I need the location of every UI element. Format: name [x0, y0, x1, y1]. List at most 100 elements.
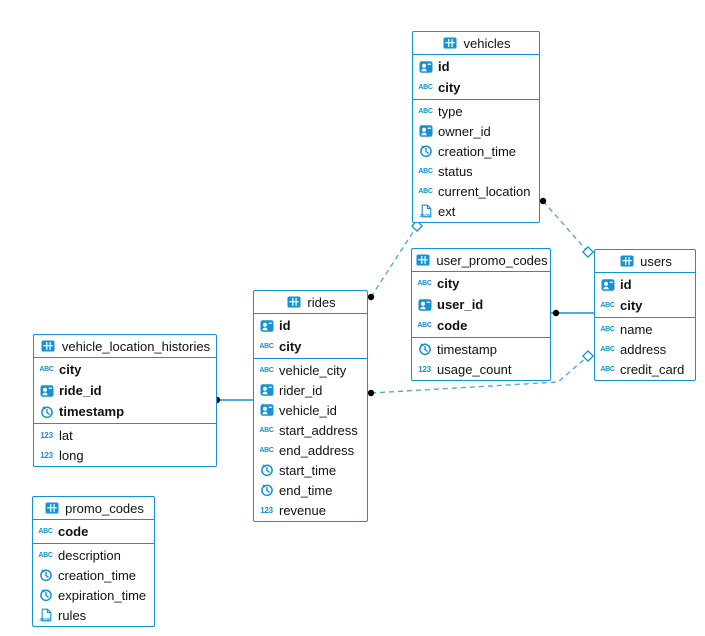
field-name: usage_count: [437, 361, 512, 377]
table-icon: [43, 501, 60, 515]
text-type-icon: ABC: [259, 343, 274, 350]
field-row[interactable]: JSON ext: [413, 201, 539, 221]
field-name: current_location: [438, 183, 531, 199]
svg-text:JSON: JSON: [39, 617, 51, 622]
field-row[interactable]: ABC end_address: [254, 440, 367, 460]
field-row[interactable]: user_id: [412, 294, 550, 315]
table-user-promo-codes[interactable]: user_promo_codes ABC city user_id ABC co…: [411, 248, 551, 381]
field-row[interactable]: ABC name: [595, 319, 695, 339]
field-row[interactable]: owner_id: [413, 121, 539, 141]
json-type-icon: JSON: [417, 204, 434, 218]
json-type-icon: JSON: [37, 608, 54, 622]
field-row[interactable]: rider_id: [254, 380, 367, 400]
table-users[interactable]: users id ABC city ABC name ABC address A…: [594, 249, 696, 381]
field-row[interactable]: 123 lat: [34, 425, 216, 445]
field-name: creation_time: [438, 143, 517, 159]
field-row[interactable]: creation_time: [413, 141, 539, 161]
field-name: revenue: [279, 502, 326, 518]
timestamp-type-icon: [417, 144, 434, 158]
field-name: user_id: [437, 297, 484, 312]
field-row[interactable]: ABC status: [413, 161, 539, 181]
id-type-icon: [417, 124, 434, 138]
field-row[interactable]: ride_id: [34, 380, 216, 401]
table-title: user_promo_codes: [436, 252, 548, 268]
field-row[interactable]: vehicle_id: [254, 400, 367, 420]
field-row[interactable]: id: [595, 274, 695, 295]
field-row[interactable]: JSON rules: [33, 605, 154, 625]
timestamp-type-icon: [37, 588, 54, 602]
field-name: end_address: [279, 442, 355, 458]
field-name: long: [59, 447, 84, 463]
field-row[interactable]: 123 long: [34, 445, 216, 465]
table-header[interactable]: vehicle_location_histories: [34, 335, 216, 358]
relationship-line-vehicles-users[interactable]: [542, 200, 589, 253]
field-name: code: [58, 524, 89, 539]
field-name: ext: [438, 203, 456, 219]
field-row[interactable]: ABC city: [34, 359, 216, 380]
field-name: city: [279, 339, 302, 354]
id-type-icon: [258, 319, 275, 333]
table-header[interactable]: user_promo_codes: [412, 249, 550, 272]
id-type-icon: [417, 60, 434, 74]
field-row[interactable]: ABC description: [33, 545, 154, 565]
field-row[interactable]: id: [413, 56, 539, 77]
field-name: type: [438, 103, 463, 119]
table-header[interactable]: promo_codes: [33, 497, 154, 520]
field-row[interactable]: 123 usage_count: [412, 359, 550, 379]
field-row[interactable]: ABC code: [33, 521, 154, 542]
table-header[interactable]: vehicles: [413, 32, 539, 55]
field-row[interactable]: ABC city: [254, 336, 367, 357]
field-row[interactable]: ABC start_address: [254, 420, 367, 440]
field-name: description: [58, 547, 121, 563]
svg-text:JSON: JSON: [419, 213, 431, 218]
text-type-icon: ABC: [259, 426, 274, 434]
id-type-icon: [258, 383, 275, 397]
table-title: promo_codes: [65, 500, 144, 516]
timestamp-type-icon: [38, 405, 55, 419]
field-row[interactable]: ABC credit_card: [595, 359, 695, 379]
field-row[interactable]: timestamp: [412, 339, 550, 359]
table-rides[interactable]: rides id ABC city ABC vehicle_city rider…: [253, 290, 368, 522]
field-row[interactable]: start_time: [254, 460, 367, 480]
table-icon: [40, 339, 57, 353]
field-row[interactable]: ABC address: [595, 339, 695, 359]
table-header[interactable]: rides: [254, 291, 367, 314]
field-name: id: [620, 277, 632, 292]
field-name: id: [438, 59, 450, 74]
field-row[interactable]: ABC city: [412, 273, 550, 294]
numeric-type-icon: 123: [40, 450, 53, 460]
text-type-icon: ABC: [600, 365, 615, 373]
field-name: city: [620, 298, 643, 313]
field-row[interactable]: end_time: [254, 480, 367, 500]
field-row[interactable]: expiration_time: [33, 585, 154, 605]
field-name: owner_id: [438, 123, 491, 139]
numeric-type-icon: 123: [40, 430, 53, 440]
table-header[interactable]: users: [595, 250, 695, 273]
field-row[interactable]: ABC city: [413, 77, 539, 98]
table-vehicles[interactable]: vehicles id ABC city ABC type owner_id: [412, 31, 540, 223]
field-name: expiration_time: [58, 587, 147, 603]
field-name: city: [437, 276, 460, 291]
field-row[interactable]: ABC type: [413, 101, 539, 121]
text-type-icon: ABC: [418, 107, 433, 115]
field-row[interactable]: ABC vehicle_city: [254, 360, 367, 380]
table-title: vehicles: [463, 35, 511, 51]
field-row[interactable]: timestamp: [34, 401, 216, 422]
field-row[interactable]: ABC current_location: [413, 181, 539, 201]
field-row[interactable]: id: [254, 315, 367, 336]
field-name: vehicle_city: [279, 362, 347, 378]
text-type-icon: ABC: [418, 187, 433, 195]
timestamp-type-icon: [258, 463, 275, 477]
table-promo-codes[interactable]: promo_codes ABC code ABC description cre…: [32, 496, 155, 627]
cardinality-diamond: [581, 245, 595, 259]
field-row[interactable]: 123 revenue: [254, 500, 367, 520]
table-vehicle-location-histories[interactable]: vehicle_location_histories ABC city ride…: [33, 334, 217, 467]
field-row[interactable]: creation_time: [33, 565, 154, 585]
field-row[interactable]: ABC code: [412, 315, 550, 336]
field-name: city: [59, 362, 82, 377]
table-title: users: [640, 253, 672, 269]
id-type-icon: [38, 384, 55, 398]
text-type-icon: ABC: [418, 167, 433, 175]
field-name: timestamp: [437, 341, 497, 357]
field-row[interactable]: ABC city: [595, 295, 695, 316]
